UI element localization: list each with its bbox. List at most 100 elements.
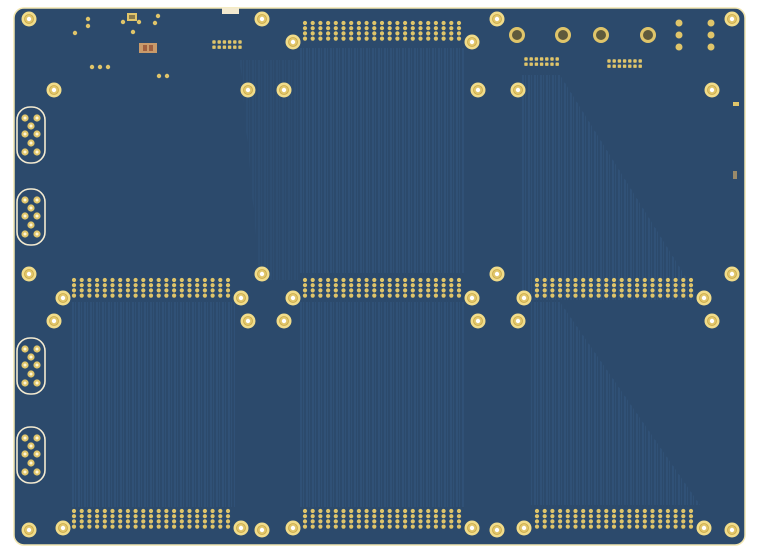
mounting-hole bbox=[470, 313, 486, 329]
connector-pin bbox=[187, 519, 192, 524]
connector-pin bbox=[164, 519, 169, 524]
connector-pin bbox=[95, 519, 100, 524]
via bbox=[130, 29, 136, 35]
connector-pin bbox=[642, 524, 647, 529]
connector-pin bbox=[426, 20, 431, 26]
connector-pin bbox=[658, 524, 663, 529]
connector-pin bbox=[426, 519, 431, 524]
connector-pin bbox=[364, 31, 369, 36]
connector-pin bbox=[558, 524, 563, 529]
connector-pin bbox=[210, 288, 215, 293]
connector-pin bbox=[356, 283, 361, 288]
connector-pin bbox=[418, 20, 423, 26]
connector-pin bbox=[441, 524, 446, 529]
connector-pin bbox=[681, 293, 686, 298]
connector-pin bbox=[558, 293, 563, 298]
trace-field-mid-right bbox=[530, 302, 700, 505]
connector-pin bbox=[611, 519, 617, 524]
connector-pin bbox=[619, 519, 624, 524]
connector-pin bbox=[379, 524, 385, 529]
mounting-hole bbox=[464, 34, 480, 50]
header-pin bbox=[675, 19, 683, 27]
connector-pin bbox=[573, 293, 578, 298]
connector-pin bbox=[673, 508, 678, 514]
connector-pin bbox=[156, 293, 161, 298]
connector-pin bbox=[326, 277, 331, 283]
connector-pin bbox=[71, 514, 77, 519]
connector-pin bbox=[573, 288, 578, 293]
connector-pin bbox=[611, 508, 617, 514]
connector-pin bbox=[372, 283, 377, 288]
connector-pin bbox=[588, 293, 594, 298]
connector-pin bbox=[534, 283, 540, 288]
via bbox=[155, 13, 161, 19]
connector-pin bbox=[433, 31, 438, 36]
connector-pin bbox=[558, 514, 563, 519]
connector-pin bbox=[658, 514, 663, 519]
connector-pin bbox=[403, 283, 408, 288]
connector-pin bbox=[195, 277, 200, 283]
connector-pin bbox=[110, 519, 115, 524]
connector-pin bbox=[372, 20, 377, 26]
connector-pin bbox=[627, 288, 632, 293]
connector-pin bbox=[410, 283, 415, 288]
connector-pin bbox=[156, 508, 161, 514]
connector-pin bbox=[449, 293, 454, 298]
connector-pin bbox=[318, 293, 323, 298]
smd-pad bbox=[733, 102, 739, 106]
mounting-hole bbox=[254, 522, 270, 538]
connector-pin bbox=[187, 524, 192, 529]
connector-pin bbox=[387, 283, 392, 288]
connector-pin bbox=[581, 288, 586, 293]
connector-pin bbox=[364, 288, 369, 293]
connector-pin bbox=[410, 508, 415, 514]
connector-pin bbox=[596, 519, 601, 524]
connector-pin bbox=[148, 514, 154, 519]
connector-pin bbox=[635, 514, 640, 519]
connector-pin bbox=[302, 519, 308, 524]
connector-pin bbox=[133, 283, 138, 288]
connector-pin bbox=[611, 524, 617, 529]
connector-pin bbox=[302, 36, 308, 41]
connector-bottom-left bbox=[71, 508, 231, 529]
connector-pin bbox=[333, 508, 338, 514]
connector-pin bbox=[379, 519, 385, 524]
connector-pin bbox=[372, 36, 377, 41]
side-connector bbox=[16, 426, 46, 484]
connector-pin bbox=[534, 519, 540, 524]
connector-pin bbox=[596, 508, 601, 514]
connector-pin bbox=[665, 514, 671, 519]
connector-pin bbox=[565, 514, 570, 519]
connector-pin bbox=[418, 514, 423, 519]
mounting-hole bbox=[276, 82, 292, 98]
connector-pin bbox=[71, 293, 77, 298]
connector-pin bbox=[102, 283, 107, 288]
connector-pin bbox=[187, 277, 192, 283]
connector-pin bbox=[650, 288, 655, 293]
connector-pin bbox=[456, 524, 462, 529]
connector-pin bbox=[79, 283, 84, 288]
connector-pin bbox=[95, 283, 100, 288]
connector-pin bbox=[395, 31, 400, 36]
connector-pin bbox=[349, 514, 354, 519]
connector-pin bbox=[681, 288, 686, 293]
connector-pin bbox=[387, 524, 392, 529]
connector-pin bbox=[310, 519, 315, 524]
connector-pin bbox=[665, 288, 671, 293]
connector-pin bbox=[379, 514, 385, 519]
connector-pin bbox=[172, 514, 177, 519]
connector-pin bbox=[95, 508, 100, 514]
connector-pin bbox=[341, 524, 346, 529]
connector-pin bbox=[441, 293, 446, 298]
connector-pin bbox=[596, 288, 601, 293]
connector-pin bbox=[87, 283, 92, 288]
connector-pin bbox=[148, 277, 154, 283]
connector-pin bbox=[349, 277, 354, 283]
connector-pin bbox=[433, 508, 438, 514]
via bbox=[136, 19, 142, 25]
connector-pin bbox=[125, 519, 130, 524]
connector-bottom-right bbox=[534, 508, 694, 529]
connector-pin bbox=[688, 277, 694, 283]
connector-pin bbox=[218, 288, 223, 293]
connector-pin bbox=[172, 508, 177, 514]
